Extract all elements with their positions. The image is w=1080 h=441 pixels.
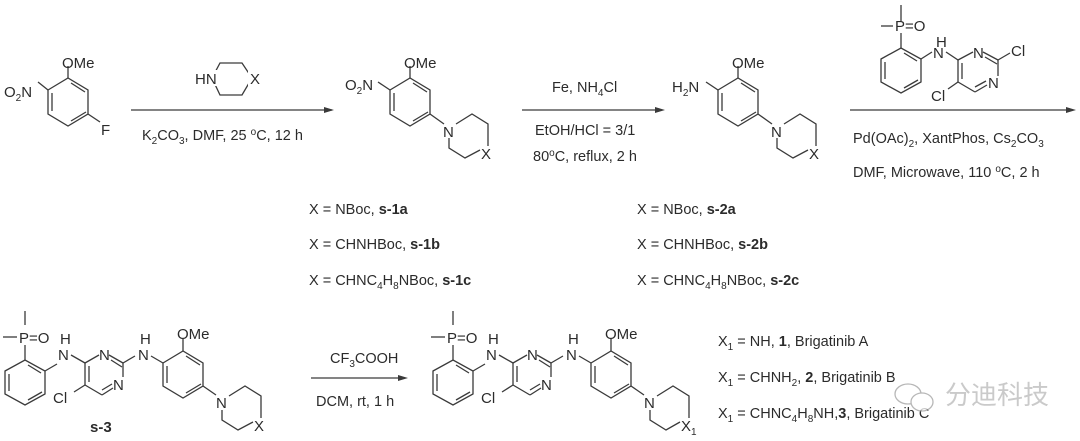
nh-h-label-2: H xyxy=(568,331,579,348)
watermark: 分迪科技 xyxy=(894,381,1049,412)
nitro-label: O2N xyxy=(345,77,373,97)
fluoro-label: F xyxy=(101,122,110,139)
x-label: X xyxy=(809,146,819,163)
nh-n-label-2: N xyxy=(138,347,149,364)
compound-id-s-3: s-3 xyxy=(90,419,112,436)
intermediate-2-variants: X = NBoc, s-2a X = CHNHBoc, s-2b X = CHN… xyxy=(637,202,799,292)
step2-conditions-2: 80oC, reflux, 2 h xyxy=(533,148,637,165)
n-label: N xyxy=(443,124,454,141)
intermediate-3: P=O H N N N Cl H N OMe N xyxy=(3,311,264,436)
pyrimidine-n2: N xyxy=(541,377,552,394)
intermediate-2: OMe H2N N X xyxy=(672,55,819,163)
phosphine-oxide-label: P=O xyxy=(19,330,49,347)
n-label: N xyxy=(216,395,227,412)
nh-h-label: H xyxy=(936,34,947,51)
variant-brigatinib-c: X1 = CHNC4H8NH,3, Brigatinib C xyxy=(718,406,929,425)
nh-h-label-1: H xyxy=(60,331,71,348)
nh-n-label-1: N xyxy=(58,347,69,364)
pyrimidine-n2: N xyxy=(113,377,124,394)
step4-conditions: DCM, rt, 1 h xyxy=(316,394,394,410)
phosphine-oxide-label: P=O xyxy=(895,18,925,35)
step1-conditions: K2CO3, DMF, 25 oC, 12 h xyxy=(142,127,303,147)
pyrimidine-n1: N xyxy=(99,347,110,364)
product-variants: X1 = NH, 1, Brigatinib A X1 = CHNH2, 2, … xyxy=(718,334,929,425)
intermediate-1-variants: X = NBoc, s-1a X = CHNHBoc, s-1b X = CHN… xyxy=(309,202,471,292)
watermark-text: 分迪科技 xyxy=(945,381,1049,411)
ome-label: OMe xyxy=(732,55,765,72)
chloro-label: Cl xyxy=(481,390,495,407)
n-label: N xyxy=(644,395,655,412)
step3: P=O H N N Cl N Cl Pd(OAc)2, XantPhos, Cs… xyxy=(850,5,1076,181)
step2-reagents: Fe, NH4Cl xyxy=(552,80,617,99)
chloro-label: Cl xyxy=(53,390,67,407)
chloro-label-2: Cl xyxy=(931,88,945,105)
nh-h-label-2: H xyxy=(140,331,151,348)
x-label: X xyxy=(250,71,260,88)
n-label: N xyxy=(771,124,782,141)
pyrimidine-n1: N xyxy=(527,347,538,364)
step2: Fe, NH4Cl EtOH/HCl = 3/1 80oC, reflux, 2… xyxy=(522,80,665,165)
step2-conditions-1: EtOH/HCl = 3/1 xyxy=(535,123,635,139)
chloro-label-1: Cl xyxy=(1011,43,1025,60)
nitro-label: O2N xyxy=(4,84,32,104)
pyrimidine-n1: N xyxy=(973,45,984,62)
ome-label: OMe xyxy=(177,326,210,343)
variant-brigatinib-a: X1 = NH, 1, Brigatinib A xyxy=(718,334,869,353)
variant-s-1c: X = CHNC4H8NBoc, s-1c xyxy=(309,273,471,292)
step4-reagent: CF3COOH xyxy=(330,351,398,370)
variant-s-1a: X = NBoc, s-1a xyxy=(309,202,409,218)
nh-h-label-1: H xyxy=(488,331,499,348)
variant-s-2a: X = NBoc, s-2a xyxy=(637,202,737,218)
nh-n-label-1: N xyxy=(486,347,497,364)
x-label: X xyxy=(254,418,264,435)
ome-label: OMe xyxy=(62,55,95,72)
nh-n-label-2: N xyxy=(566,347,577,364)
variant-s-2b: X = CHNHBoc, s-2b xyxy=(637,237,768,253)
variant-s-2c: X = CHNC4H8NBoc, s-2c xyxy=(637,273,799,292)
ome-label: OMe xyxy=(605,326,638,343)
phosphine-oxide-label: P=O xyxy=(447,330,477,347)
nh-n-label: N xyxy=(933,45,944,62)
step3-conditions-1: Pd(OAc)2, XantPhos, Cs2CO3 xyxy=(853,131,1044,150)
intermediate-1: OMe O2N N X xyxy=(345,55,491,163)
step4: CF3COOH DCM, rt, 1 h xyxy=(311,351,408,410)
hn-label: HN xyxy=(195,71,217,88)
final-product: P=O H N N N Cl H N OMe N xyxy=(431,311,697,438)
ome-label: OMe xyxy=(404,55,437,72)
step3-conditions-2: DMF, Microwave, 110 oC, 2 h xyxy=(853,164,1040,181)
variant-s-1b: X = CHNHBoc, s-1b xyxy=(309,237,440,253)
x1-label: X1 xyxy=(681,418,697,438)
variant-brigatinib-b: X1 = CHNH2, 2, Brigatinib B xyxy=(718,370,896,389)
starting-material: OMe O2N F xyxy=(4,55,110,139)
x-label: X xyxy=(481,146,491,163)
amine-label: H2N xyxy=(672,79,699,99)
pyrimidine-n2: N xyxy=(988,75,999,92)
step1: HN X K2CO3, DMF, 25 oC, 12 h xyxy=(131,62,334,147)
